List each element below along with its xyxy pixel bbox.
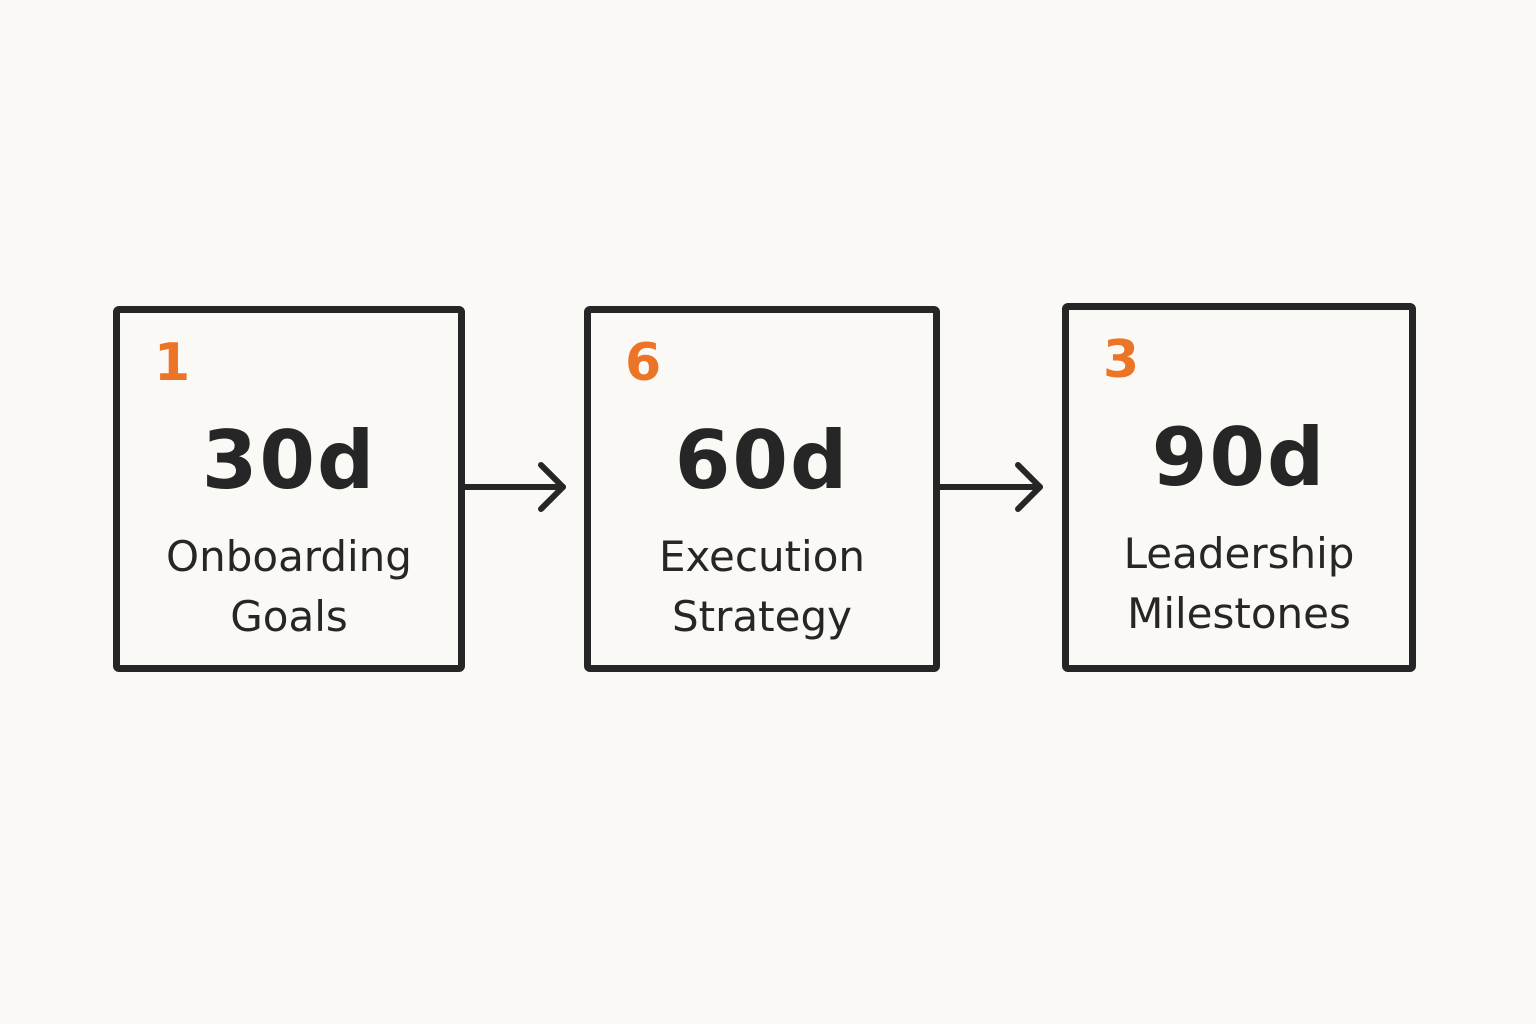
step-label-line: Leadership: [1123, 529, 1355, 578]
arrow-right-icon: [937, 462, 1043, 512]
step-label: Onboarding Goals: [120, 527, 458, 647]
step-label-line: Execution: [658, 532, 866, 581]
step-label-line: Milestones: [1127, 589, 1351, 638]
step-number: 1: [154, 333, 191, 393]
step-number: 3: [1103, 330, 1140, 390]
step-label: Execution Strategy: [591, 527, 933, 647]
arrow-right-icon: [462, 462, 566, 512]
step-label-line: Onboarding: [166, 532, 412, 581]
step-box-30-days: 1 30d Onboarding Goals: [113, 306, 465, 672]
step-label-line: Goals: [230, 592, 348, 641]
step-duration: 60d: [674, 414, 850, 507]
step-duration: 90d: [1151, 411, 1327, 504]
step-number: 6: [625, 333, 662, 393]
step-duration: 30d: [201, 414, 377, 507]
step-label-line: Strategy: [672, 592, 852, 641]
step-box-60-days: 6 60d Execution Strategy: [584, 306, 940, 672]
step-label: Leadership Milestones: [1069, 524, 1409, 644]
step-box-90-days: 3 90d Leadership Milestones: [1062, 303, 1416, 672]
